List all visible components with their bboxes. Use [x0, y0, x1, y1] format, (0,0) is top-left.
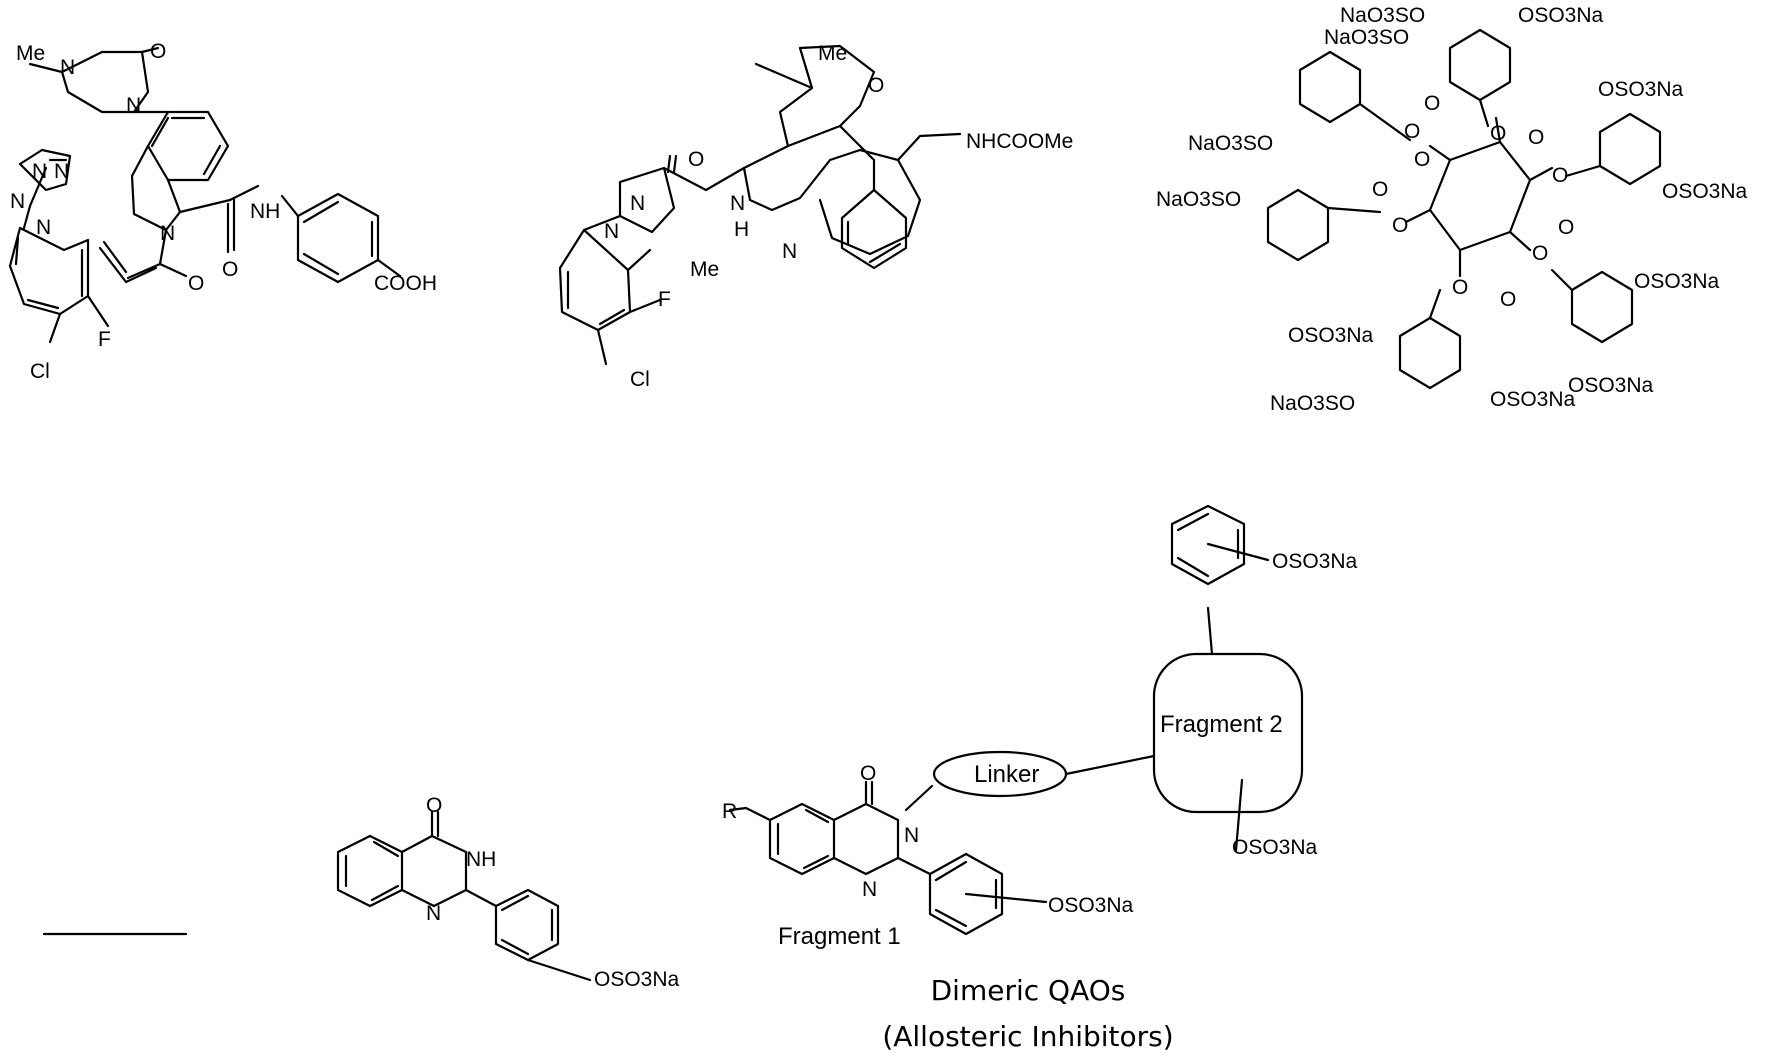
sulfate-label: NaO3SO — [1324, 26, 1409, 49]
sulfate-label: OSO3Na — [1272, 550, 1358, 573]
nh-label: NH — [466, 848, 496, 871]
o-label: O — [1490, 122, 1506, 145]
n-label: N — [60, 56, 75, 79]
aryl-top — [1448, 28, 1512, 128]
structure-1-labels: Me N O N N N N N N O O NH COOH F Cl — [10, 40, 437, 383]
sulfate-label: OSO3Na — [1048, 894, 1134, 917]
aryl-left — [1266, 188, 1382, 262]
me-label: Me — [16, 42, 45, 65]
structure-1-tetrahydroisoquinoline — [8, 46, 402, 344]
caption-subtitle: (Allosteric Inhibitors) — [882, 1020, 1173, 1053]
structure-2-macrocycle — [558, 44, 962, 366]
o-label: O — [150, 40, 166, 63]
n-label: N — [32, 160, 47, 183]
o-label: O — [1528, 126, 1544, 149]
sulfate-label: OSO3Na — [594, 968, 680, 991]
cl-label: Cl — [630, 368, 650, 391]
structure-4-quinazolinone — [336, 810, 592, 982]
structure-4-labels: O NH N OSO3Na — [426, 794, 680, 991]
n-label: N — [36, 216, 51, 239]
o-label: O — [868, 74, 884, 97]
sulfate-label: OSO3Na — [1634, 270, 1720, 293]
caption-title: Dimeric QAOs — [931, 974, 1126, 1007]
n-label: N — [604, 220, 619, 243]
n-label: N — [54, 160, 69, 183]
cooh-label: COOH — [374, 272, 437, 295]
o-label: O — [1414, 148, 1430, 171]
nhcoome-label: NHCOOMe — [966, 130, 1073, 153]
structure-5-dimeric-qao — [728, 504, 1304, 936]
o-label: O — [1424, 92, 1440, 115]
caption: Dimeric QAOs (Allosteric Inhibitors) — [882, 974, 1173, 1053]
o-label: O — [1500, 288, 1516, 311]
me-label: Me — [818, 42, 847, 65]
sulfate-label: OSO3Na — [1568, 374, 1654, 397]
sulfate-label: OSO3Na — [1490, 388, 1576, 411]
sulfate-label: OSO3Na — [1598, 78, 1684, 101]
o-label: O — [222, 258, 238, 281]
n-label: N — [10, 190, 25, 213]
o-label: O — [1404, 120, 1420, 143]
f-label: F — [98, 328, 111, 351]
f-label: F — [658, 288, 671, 311]
o-label: O — [1452, 276, 1468, 299]
sulfate-label: OSO3Na — [1288, 324, 1374, 347]
o-label: O — [426, 794, 442, 817]
aryl-bottom — [1398, 288, 1462, 390]
linker-label: Linker — [974, 761, 1039, 788]
n-label: N — [126, 94, 141, 117]
o-label: O — [1392, 214, 1408, 237]
o-label: O — [1558, 216, 1574, 239]
fragment-2-label: Fragment 2 — [1160, 711, 1283, 738]
me-label: Me — [690, 258, 719, 281]
o-label: O — [188, 272, 204, 295]
n-label: N — [630, 192, 645, 215]
sulfate-label: NaO3SO — [1156, 188, 1241, 211]
n-label: N — [862, 878, 877, 901]
sulfate-label: OSO3Na — [1518, 4, 1604, 27]
n-label: N — [426, 902, 441, 925]
sulfate-label: NaO3SO — [1188, 132, 1273, 155]
structure-3-inositol-benzoate-sulfate — [1266, 28, 1662, 390]
aryl-right — [1564, 112, 1662, 186]
structure-2-labels: Me O NHCOOMe O N N H N Me N F Cl — [604, 42, 1073, 391]
sulfate-label: OSO3Na — [1662, 180, 1748, 203]
h-label: H — [734, 218, 749, 241]
o-label: O — [688, 148, 704, 171]
sulfate-label: NaO3SO — [1340, 4, 1425, 27]
r-label: R — [722, 800, 737, 823]
sulfate-label: NaO3SO — [1270, 392, 1355, 415]
o-label: O — [1372, 178, 1388, 201]
n-label: N — [160, 222, 175, 245]
o-label: O — [1552, 164, 1568, 187]
n-label: N — [782, 240, 797, 263]
cl-label: Cl — [30, 360, 50, 383]
fragment-1-label: Fragment 1 — [778, 923, 901, 950]
o-label: O — [860, 762, 876, 785]
sulfate-label: OSO3Na — [1232, 836, 1318, 859]
structure-5-labels: R O N N OSO3Na OSO3Na OSO3Na Fragment 1 … — [722, 550, 1358, 950]
o-label: O — [1532, 242, 1548, 265]
n-label: N — [730, 192, 745, 215]
nh-label: NH — [250, 200, 280, 223]
aryl-bottom-right — [1550, 268, 1634, 344]
structure-3-labels: NaO3SO OSO3Na NaO3SO OSO3Na OSO3Na NaO3S… — [1156, 4, 1748, 415]
aryl-top-left — [1298, 50, 1412, 142]
n-label: N — [904, 824, 919, 847]
